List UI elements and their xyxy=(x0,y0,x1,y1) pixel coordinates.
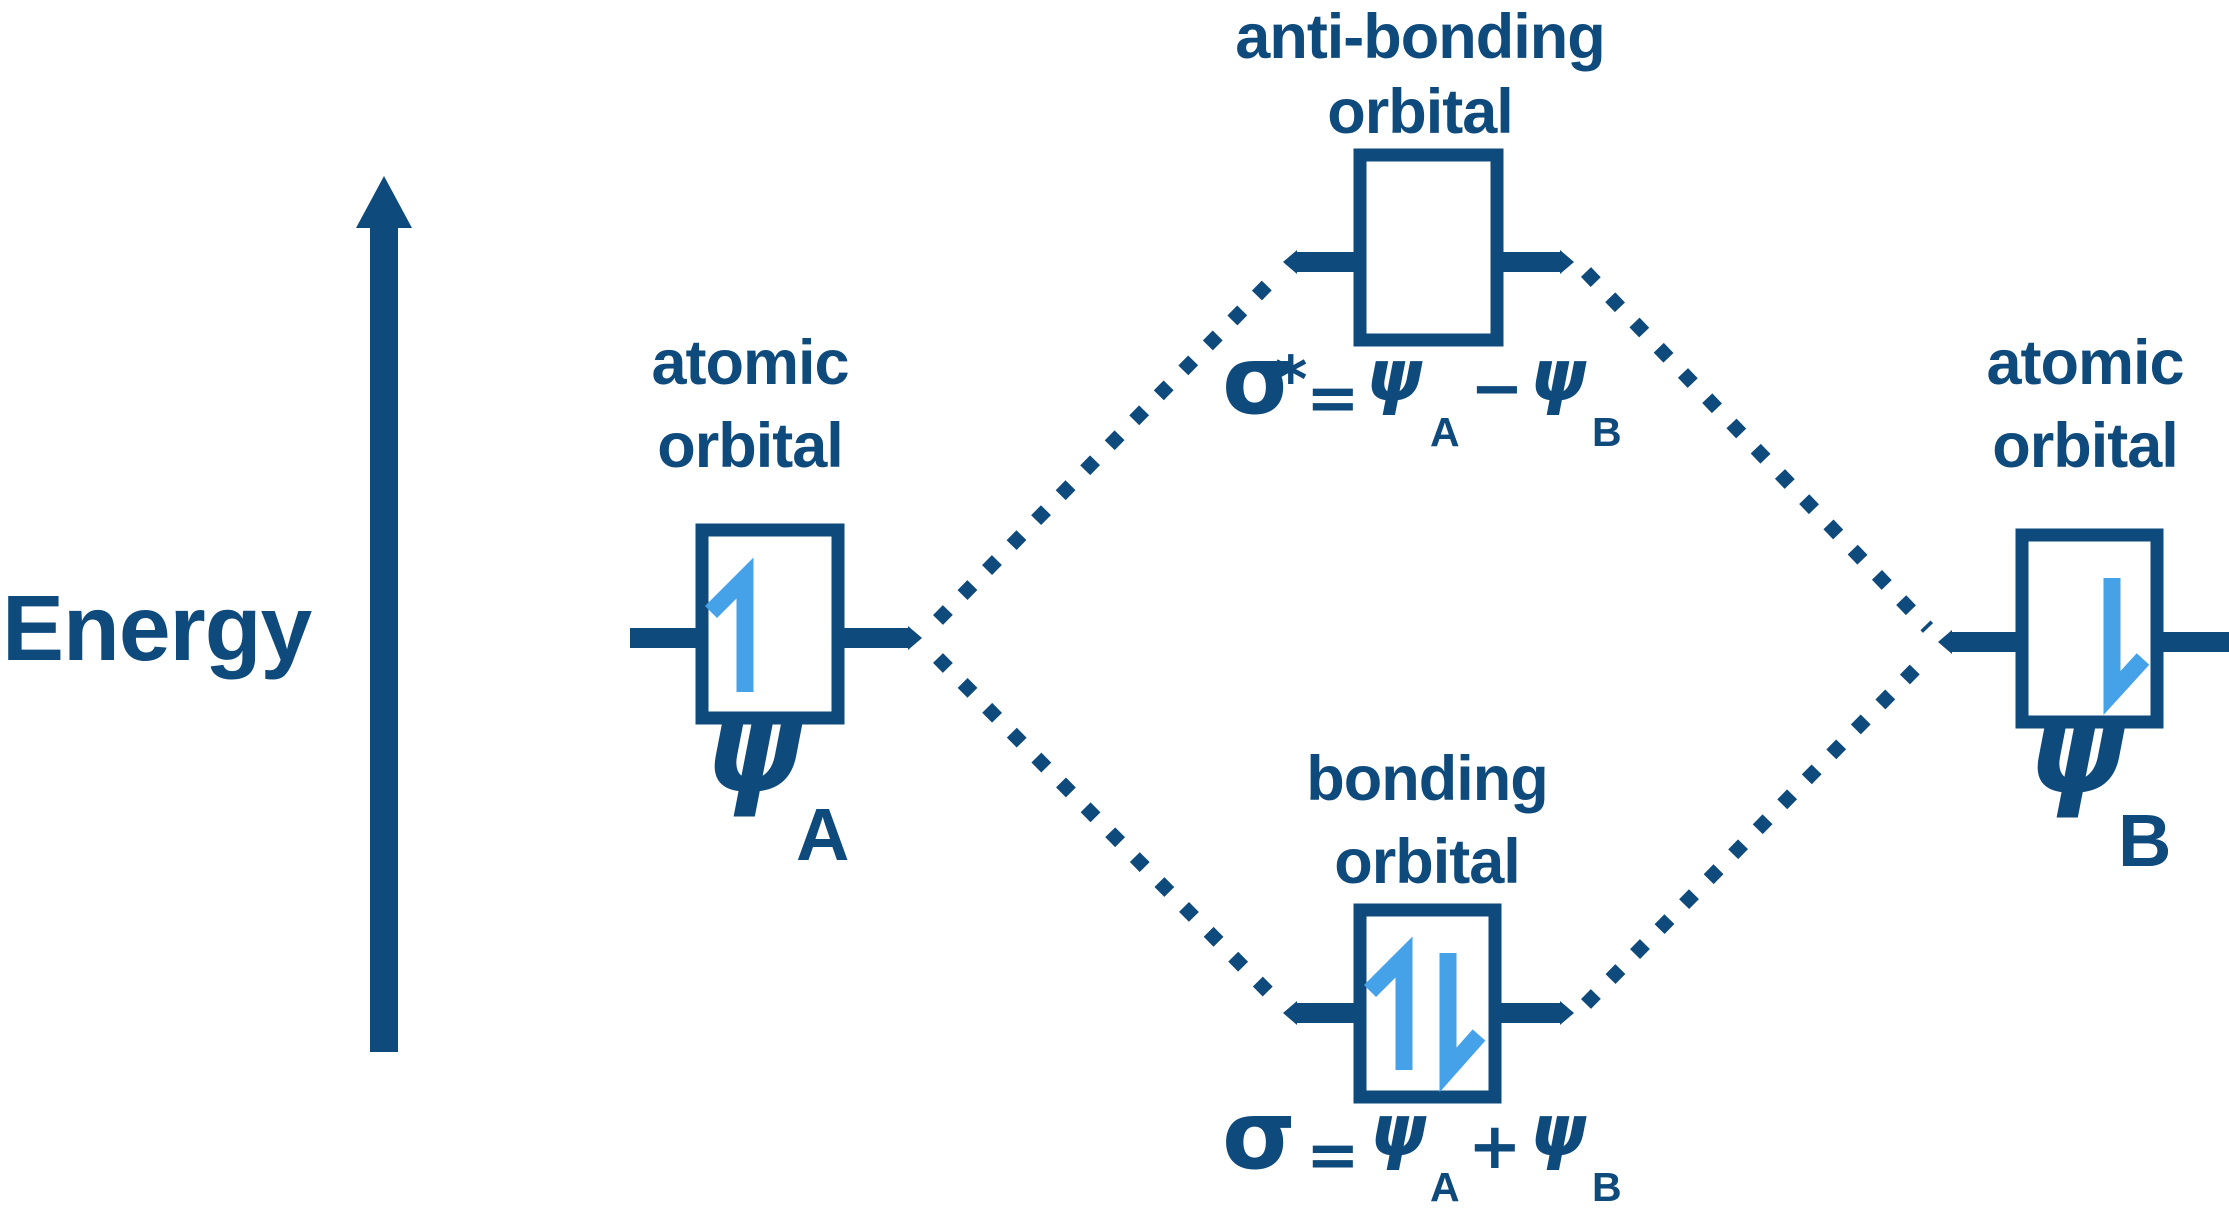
electron-spin-up-icon-left-ao xyxy=(704,557,754,692)
antibonding-orbital-box xyxy=(1353,148,1504,347)
dotted-line-antibonding-rightao xyxy=(1580,267,1934,633)
electron-spin-up-icon-bonding xyxy=(1363,936,1413,1070)
sigma-sigma: σ xyxy=(1222,1081,1296,1191)
wavefunction-psi-b-subscript: B xyxy=(2118,799,2172,882)
bonding-equals-sign: = xyxy=(1306,1119,1360,1193)
bonding-orbital-label-line2: orbital xyxy=(1334,827,1521,897)
sigma-star-sigma: σ xyxy=(1222,326,1296,436)
antibonding-psi-b: ψ xyxy=(1530,334,1587,417)
energy-axis-arrow-icon xyxy=(356,176,412,1052)
bonding-psi-b: ψ xyxy=(1530,1089,1587,1172)
bonding-orbital-label-line1: bonding xyxy=(1306,744,1548,814)
antibonding-sub-a: A xyxy=(1430,409,1460,455)
atomic-orbital-left-label-line2: orbital xyxy=(657,411,844,481)
antibonding-orbital-label-line2: orbital xyxy=(1327,77,1514,147)
sigma-star-asterisk: * xyxy=(1274,344,1308,418)
antibonding-minus-sign: − xyxy=(1470,352,1524,426)
antibonding-orbital-label-line1: anti-bonding xyxy=(1235,2,1605,72)
antibonding-orbital-label: anti-bonding orbital xyxy=(1170,0,1670,150)
bonding-sub-b: B xyxy=(1592,1164,1622,1210)
atomic-orbital-right-label: atomic orbital xyxy=(1835,322,2229,488)
antibonding-sub-b: B xyxy=(1592,409,1622,455)
right-atomic-orbital-box xyxy=(2015,528,2164,729)
dotted-correlation-lines xyxy=(933,267,1934,1009)
antibonding-level-line xyxy=(1283,250,1574,274)
atomic-orbital-left-label: atomic orbital xyxy=(500,322,1000,488)
wavefunction-psi-a-symbol: ψ xyxy=(705,678,802,820)
wavefunction-psi-a-subscript: A xyxy=(796,793,850,876)
wavefunction-psi-b-symbol: ψ xyxy=(2028,679,2125,821)
bonding-orbital-label: bonding orbital xyxy=(1177,738,1677,904)
right-atomic-level-line xyxy=(1938,630,2229,654)
electron-spin-down-icon-bonding xyxy=(1439,953,1486,1093)
bonding-orbital-box xyxy=(1353,903,1502,1104)
bonding-sub-a: A xyxy=(1430,1164,1460,1210)
antibonding-equals-sign: = xyxy=(1306,362,1360,436)
bonding-plus-sign: + xyxy=(1468,1110,1522,1184)
left-atomic-orbital-box xyxy=(695,523,845,725)
dotted-line-bonding-rightao xyxy=(1581,651,1933,1009)
left-atomic-level-line xyxy=(630,626,922,650)
atomic-orbital-left-label-line1: atomic xyxy=(651,328,849,398)
energy-axis-label: Energy xyxy=(2,576,312,680)
bonding-psi-a: ψ xyxy=(1370,1089,1427,1172)
antibonding-psi-a: ψ xyxy=(1366,334,1423,417)
bonding-level-line xyxy=(1283,1001,1574,1025)
atomic-orbital-right-label-line1: atomic xyxy=(1986,328,2184,398)
atomic-orbital-right-label-line2: orbital xyxy=(1992,411,2179,481)
electron-spin-down-icon-right-ao xyxy=(2103,578,2150,715)
dotted-line-leftao-antibonding xyxy=(933,267,1285,625)
dotted-line-leftao-bonding xyxy=(933,653,1285,1009)
